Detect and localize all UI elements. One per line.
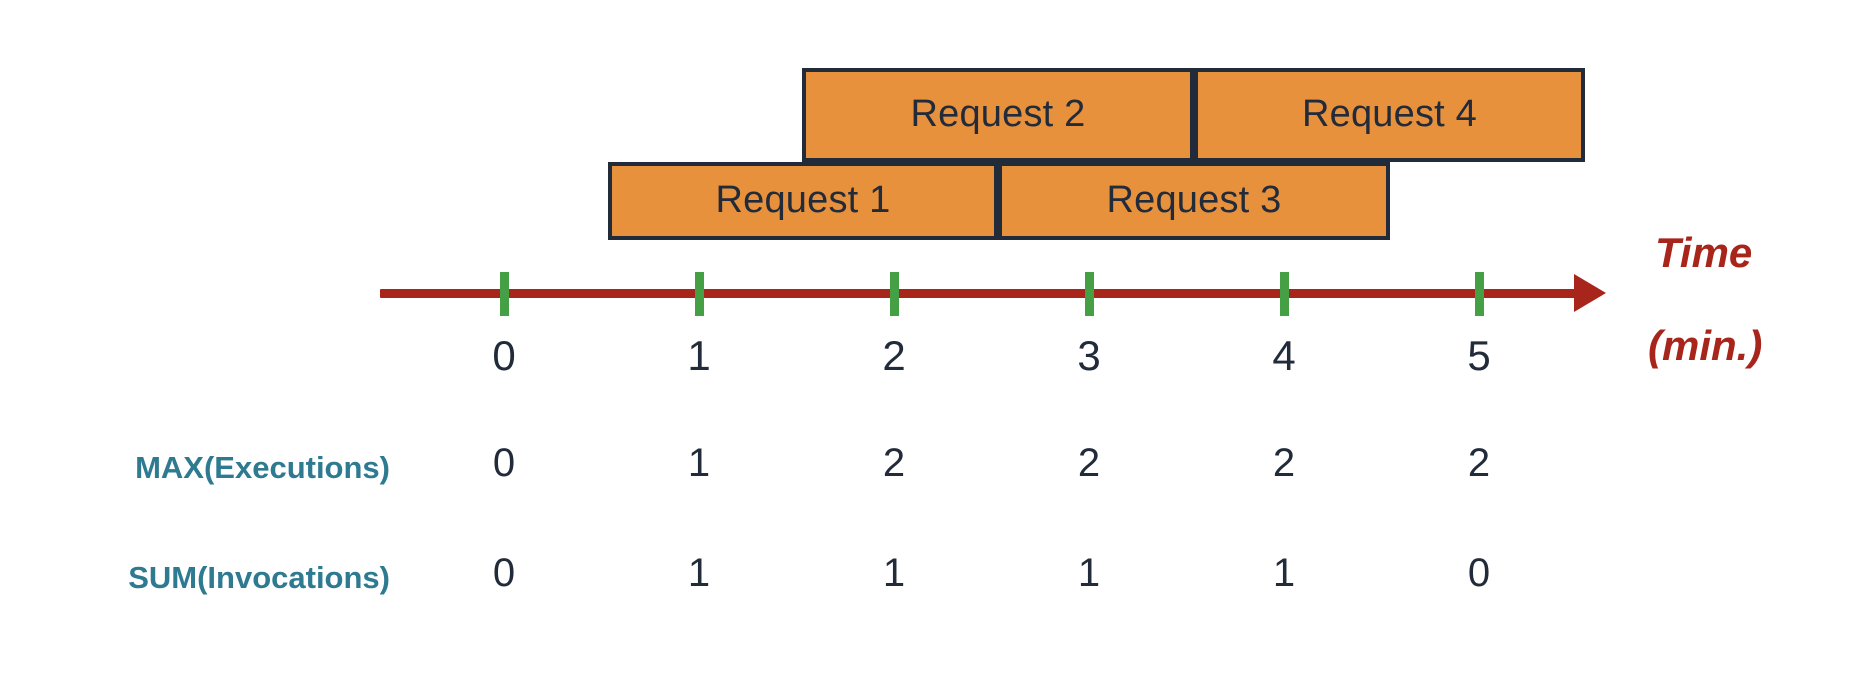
sum-invocations-value-1: 1 <box>687 551 711 595</box>
request-bar-request-4: Request 4 <box>1194 68 1585 162</box>
max-executions-value-2: 2 <box>882 441 906 485</box>
axis-tick-label-3: 3 <box>1077 332 1101 379</box>
max-executions-value-0: 0 <box>492 441 516 485</box>
time-axis-line <box>380 289 1576 298</box>
request-bar-label: Request 4 <box>1301 93 1478 135</box>
max-executions-value-5: 2 <box>1467 441 1491 485</box>
request-bar-request-1: Request 1 <box>608 162 998 240</box>
sum-invocations-value-2: 1 <box>882 551 906 595</box>
axis-tick-0 <box>500 272 509 316</box>
sum-invocations-value-4: 1 <box>1272 551 1296 595</box>
axis-tick-label-4: 4 <box>1272 332 1296 379</box>
axis-tick-5 <box>1475 272 1484 316</box>
axis-title-line-2: (min.) <box>1648 322 1763 369</box>
axis-tick-label-1: 1 <box>687 332 711 379</box>
max-executions-value-3: 2 <box>1077 441 1101 485</box>
request-bar-request-3: Request 3 <box>998 162 1390 240</box>
request-bar-label: Request 1 <box>715 179 891 221</box>
time-axis-arrowhead <box>1574 274 1606 312</box>
request-bar-label: Request 3 <box>1106 179 1282 221</box>
axis-tick-3 <box>1085 272 1094 316</box>
request-bar-label: Request 2 <box>910 93 1086 135</box>
max-executions-value-1: 1 <box>687 441 711 485</box>
axis-tick-2 <box>890 272 899 316</box>
sum-invocations-value-3: 1 <box>1077 551 1101 595</box>
axis-tick-label-2: 2 <box>882 332 906 379</box>
row-label-max-executions: MAX(Executions) <box>135 450 390 485</box>
axis-tick-1 <box>695 272 704 316</box>
axis-title-line-1: Time <box>1655 229 1753 276</box>
axis-tick-label-5: 5 <box>1467 332 1491 379</box>
request-bar-request-2: Request 2 <box>802 68 1194 162</box>
sum-invocations-value-0: 0 <box>492 551 516 595</box>
axis-tick-label-0: 0 <box>492 332 516 379</box>
sum-invocations-value-5: 0 <box>1467 551 1491 595</box>
row-label-sum-invocations: SUM(Invocations) <box>128 560 390 595</box>
axis-tick-4 <box>1280 272 1289 316</box>
max-executions-value-4: 2 <box>1272 441 1296 485</box>
